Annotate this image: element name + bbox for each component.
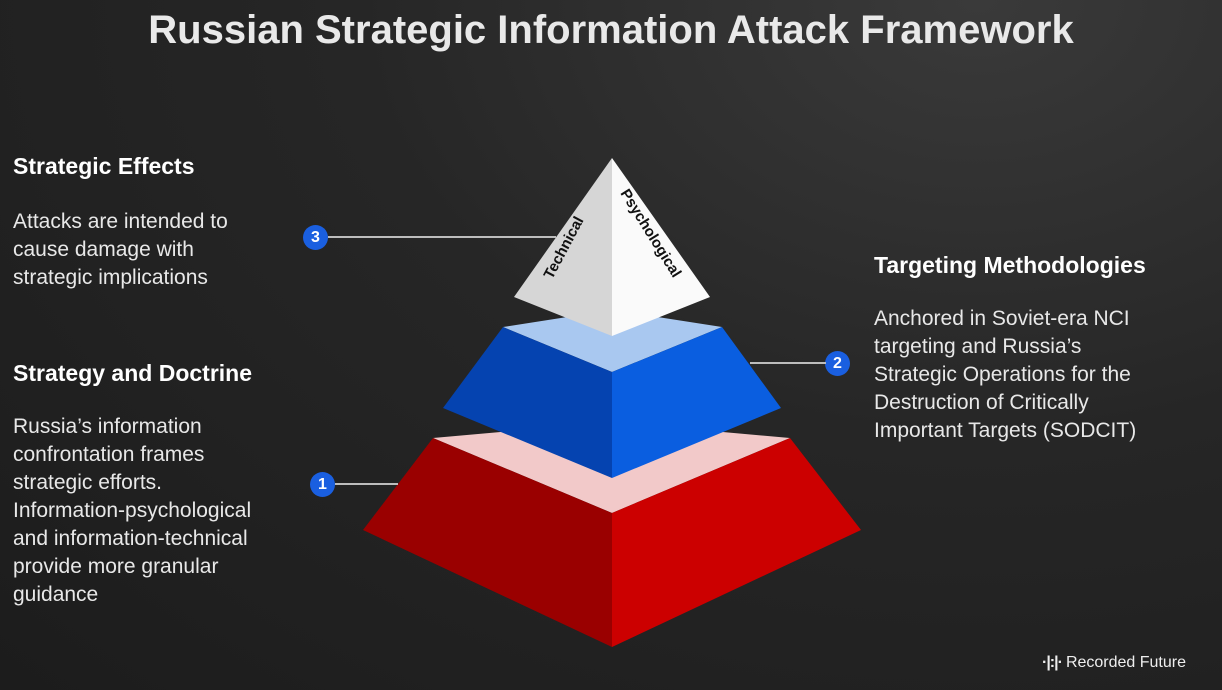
text-line: strategic efforts. xyxy=(13,471,163,494)
strategy-text: Russia’s information confrontation frame… xyxy=(13,413,251,609)
text-line: Attacks are intended to xyxy=(13,210,228,233)
connector-line-3 xyxy=(328,236,556,238)
text-line: strategic implications xyxy=(13,266,208,289)
blue-tier-top xyxy=(503,310,722,372)
badge-1: 1 xyxy=(310,472,335,497)
text-line: cause damage with xyxy=(13,238,194,261)
blue-tier-left xyxy=(443,327,612,478)
strategic-effects-heading: Strategic Effects xyxy=(13,153,195,179)
text-line: Important Targets (SODCIT) xyxy=(874,419,1137,442)
connector-line-2 xyxy=(750,362,826,364)
red-tier-left xyxy=(363,438,612,647)
text-line: confrontation frames xyxy=(13,443,205,466)
white-tier-left xyxy=(514,158,612,336)
logo-text: Recorded Future xyxy=(1065,654,1186,671)
text-line: and information-technical xyxy=(13,527,248,550)
targeting-heading: Targeting Methodologies xyxy=(874,252,1146,278)
text-line: Destruction of Critically xyxy=(874,391,1089,414)
page-title: Russian Strategic Information Attack Fra… xyxy=(148,8,1074,52)
text-line: guidance xyxy=(13,583,99,606)
blue-tier-right xyxy=(612,327,781,478)
red-tier-right xyxy=(612,438,861,647)
text-line: targeting and Russia’s xyxy=(874,335,1082,358)
strategy-heading: Strategy and Doctrine xyxy=(13,360,252,386)
white-tier-right xyxy=(612,158,710,336)
text-line: Anchored in Soviet-era NCI xyxy=(874,307,1130,330)
text-line: Strategic Operations for the xyxy=(874,363,1131,386)
badge-3: 3 xyxy=(303,225,328,250)
targeting-text: Anchored in Soviet-era NCI targeting and… xyxy=(874,305,1136,445)
text-line: provide more granular xyxy=(13,555,219,578)
recorded-future-logo: ·|:|· Recorded Future xyxy=(1042,654,1186,672)
badge-2: 2 xyxy=(825,351,850,376)
logo-icon: ·|:|· xyxy=(1042,654,1063,671)
connector-line-1 xyxy=(335,483,398,485)
text-line: Russia’s information xyxy=(13,415,202,438)
strategic-effects-text: Attacks are intended to cause damage wit… xyxy=(13,208,228,292)
text-line: Information-psychological xyxy=(13,499,252,522)
